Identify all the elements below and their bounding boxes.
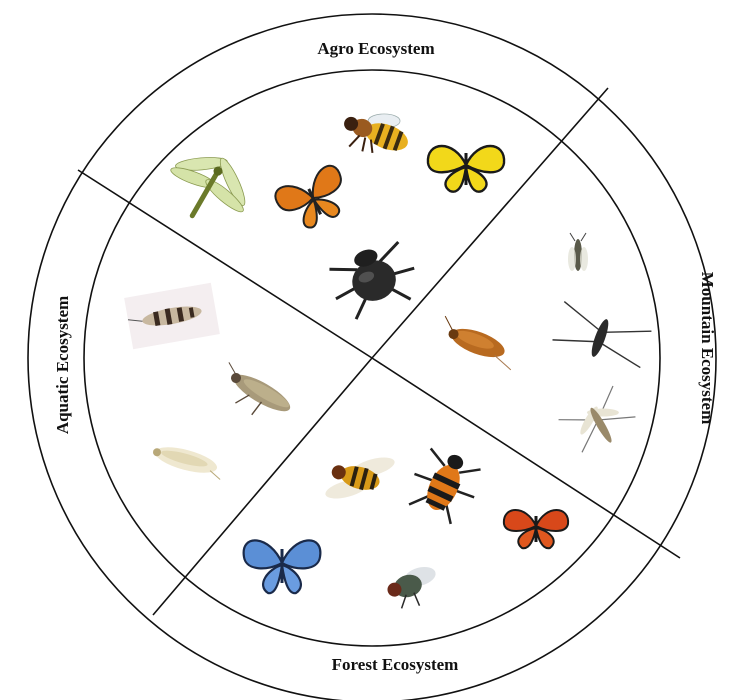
stonefly-icon <box>228 362 291 416</box>
moth-icon <box>444 315 512 371</box>
water-strider-icon <box>552 301 652 369</box>
dung-beetle-icon <box>329 240 415 320</box>
housefly-icon <box>387 566 436 609</box>
hoverfly-icon <box>325 457 395 499</box>
outer-ring <box>27 13 717 700</box>
blue-butterfly-icon <box>242 539 322 595</box>
label-forest: Forest Ecosystem <box>332 655 459 674</box>
divider-top-left <box>77 169 373 359</box>
red-butterfly-icon <box>502 509 570 550</box>
mayfly-icon <box>153 447 221 480</box>
divider-top-right <box>371 87 609 359</box>
divider-bottom-left <box>152 357 373 616</box>
banded-beetle-icon <box>408 447 481 525</box>
small-fly-icon <box>568 232 588 271</box>
crane-fly-icon <box>558 385 636 453</box>
dragonfly-icon <box>170 157 246 219</box>
caddisfly-icon <box>124 282 220 350</box>
divider-bottom-right <box>371 357 681 559</box>
yellow-butterfly-icon <box>426 145 506 193</box>
honeybee-icon <box>344 113 408 154</box>
inner-ring <box>83 69 661 647</box>
orange-butterfly-icon <box>274 164 342 229</box>
label-aquatic: Aquatic Ecosystem <box>53 296 72 434</box>
label-agro: Agro Ecosystem <box>317 39 434 58</box>
label-mountain: Mountain Ecosystem <box>698 272 717 425</box>
